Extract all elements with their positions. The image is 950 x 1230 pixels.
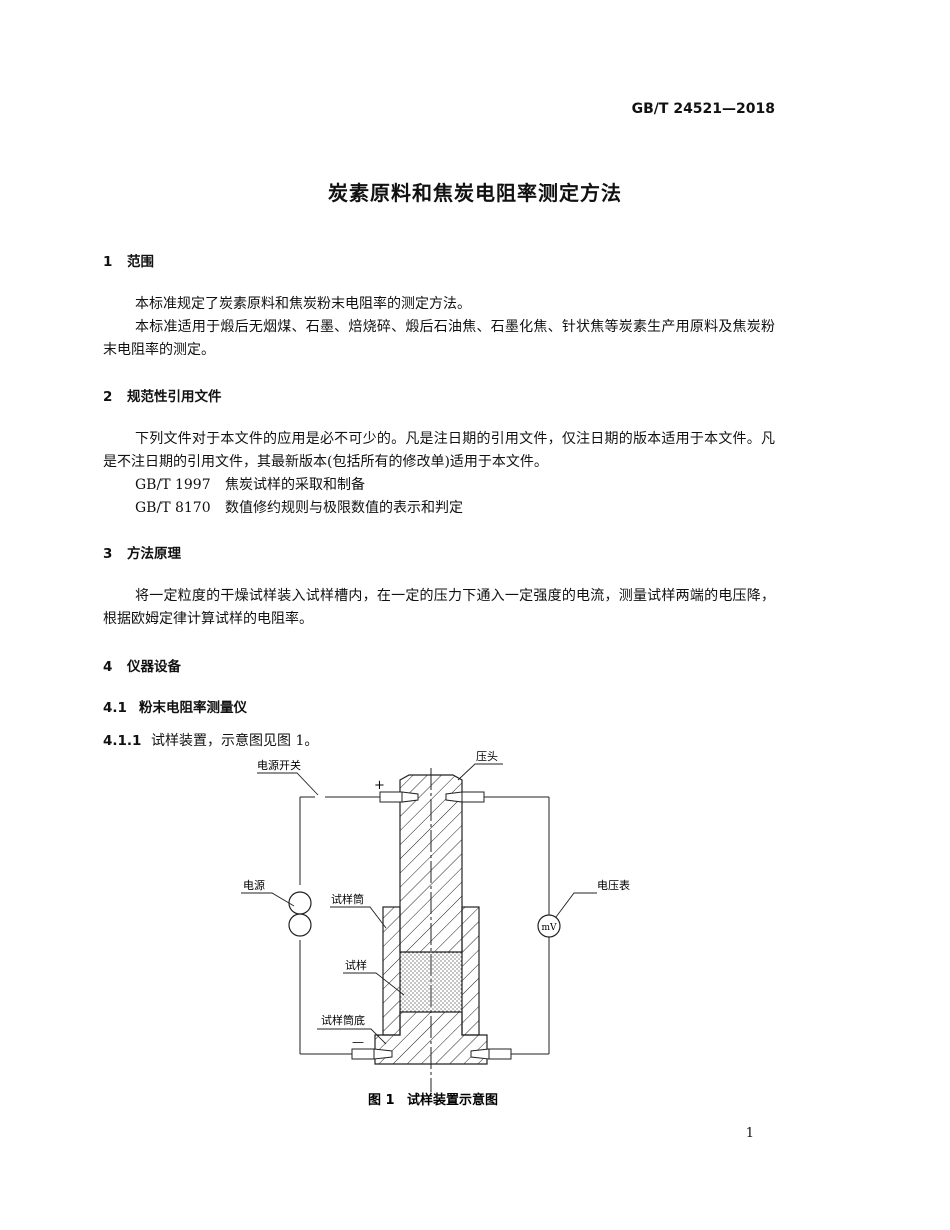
label-tube-base: 试样筒底 (321, 1013, 365, 1027)
subsection-number: 4.1 (103, 700, 127, 716)
electrode-plugs (351, 791, 512, 1060)
standard-number: GB/T 24521—2018 (631, 101, 775, 117)
section-3-paragraph-1: 将一定粒度的干燥试样装入试样槽内，在一定的压力下通入一定强度的电流，测量试样两端… (103, 588, 775, 627)
section-2-heading: 2 规范性引用文件 (103, 385, 222, 405)
label-voltmeter: 电压表 (597, 878, 630, 892)
section-number: 4 (103, 659, 113, 675)
reference-item: GB/T 1997 焦炭试样的采取和制备 (135, 474, 365, 494)
section-1-paragraph-2: 本标准适用于煅后无烟煤、石墨、焙烧碎、煅后石油焦、石墨化焦、针状焦等炭素生产用原… (103, 319, 775, 358)
label-plus: + (374, 778, 385, 793)
power-source-symbol (288, 891, 312, 937)
voltmeter-unit-label: mV (541, 923, 557, 933)
figure-caption-text: 试样装置示意图 (407, 1092, 498, 1108)
reference-item: GB/T 8170 数值修约规则与极限数值的表示和判定 (135, 497, 463, 517)
label-power-source: 电源 (243, 878, 265, 892)
label-sample-tube: 试样筒 (331, 892, 364, 906)
reference-code: GB/T 1997 (135, 477, 211, 493)
subsection-number: 4.1.1 (103, 733, 142, 749)
subsection-4-1-1: 4.1.1 试样装置，示意图见图 1。 (103, 730, 318, 750)
section-title: 仪器设备 (127, 659, 181, 675)
section-3-heading: 3 方法原理 (103, 542, 181, 562)
leader-lines (241, 763, 597, 1045)
page-number: 1 (745, 1126, 754, 1141)
reference-title: 焦炭试样的采取和制备 (225, 477, 365, 493)
section-2-paragraph-1: 下列文件对于本文件的应用是必不可少的。凡是注日期的引用文件，仅注日期的版本适用于… (103, 431, 775, 470)
figure-caption-number: 图 1 (368, 1093, 395, 1108)
sample-tube (382, 906, 480, 1036)
label-minus: — (352, 1035, 364, 1049)
section-number: 2 (103, 389, 113, 405)
label-press-head: 压头 (476, 750, 498, 763)
section-number: 3 (103, 546, 113, 562)
reference-title: 数值修约规则与极限数值的表示和判定 (225, 500, 463, 516)
circuit-wires (299, 796, 550, 1055)
section-number: 1 (103, 254, 113, 270)
section-title: 规范性引用文件 (127, 389, 222, 405)
section-1-paragraph-1: 本标准规定了炭素原料和焦炭粉末电阻率的测定方法。 (135, 296, 471, 312)
section-4-heading: 4 仪器设备 (103, 655, 181, 675)
reference-code: GB/T 8170 (135, 500, 211, 516)
label-power-switch: 电源开关 (257, 758, 301, 772)
document-title: 炭素原料和焦炭电阻率测定方法 (328, 181, 622, 205)
subsection-title: 粉末电阻率测量仪 (139, 700, 247, 716)
section-title: 范围 (127, 254, 154, 270)
subsection-text: 试样装置，示意图见图 1。 (151, 733, 319, 749)
voltmeter-symbol: mV (537, 914, 561, 938)
label-sample: 试样 (345, 958, 367, 972)
subsection-4-1-heading: 4.1 粉末电阻率测量仪 (103, 696, 247, 716)
section-1-heading: 1 范围 (103, 250, 154, 270)
section-title: 方法原理 (127, 546, 181, 562)
